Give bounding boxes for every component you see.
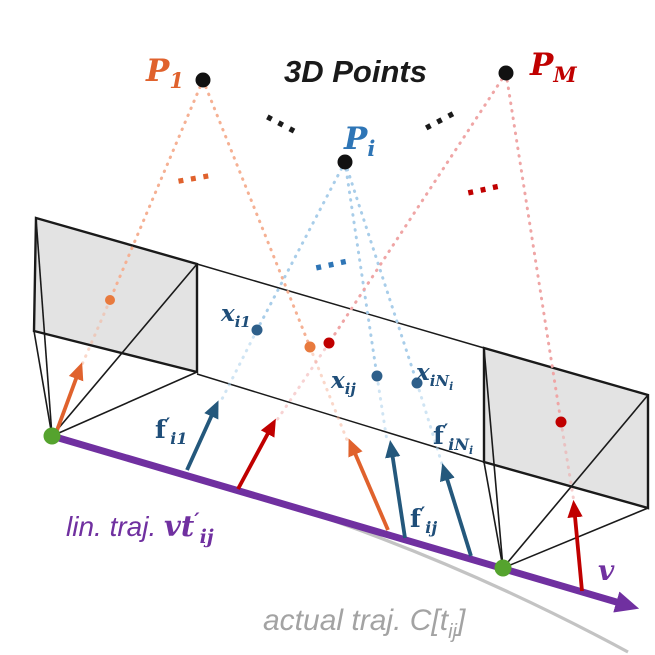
label-fi1: f′i1	[155, 415, 187, 448]
label-fij: f′ij	[410, 504, 437, 537]
ray-pi-to-xi1	[255, 160, 347, 332]
red-bearing-arrow-right	[567, 499, 584, 592]
ellipsis-orange: ···	[173, 159, 216, 198]
left-frustum-edge	[33, 330, 53, 437]
ray-p1-to-left-plane	[108, 78, 205, 302]
left-camera-center-dot	[43, 427, 61, 445]
image-point-xij-dot	[371, 370, 383, 382]
right-frustum-edge	[483, 347, 504, 569]
label-linear-trajectory: lin. traj. vt′ij	[66, 508, 214, 548]
ray-pi-xij-extension	[375, 374, 389, 443]
ray-pm-to-strip	[327, 71, 508, 345]
label-fini: f′iNi	[433, 421, 473, 457]
linear-trajectory-arrow	[51, 432, 640, 613]
left-frustum-edge	[35, 217, 53, 437]
label-xini: xiNi	[415, 359, 453, 393]
strip-top-edge	[196, 263, 485, 349]
label-actual-trajectory: actual traj. C[tij]	[263, 604, 466, 643]
point-p1-dot	[195, 72, 211, 88]
orange-bearing-arrow-left	[54, 362, 84, 434]
point-pi-dot	[337, 154, 353, 170]
left-camera-frustum	[33, 217, 198, 437]
image-point-xi1-dot	[251, 324, 263, 336]
left-plane-orange-dot	[105, 295, 115, 305]
right-plane-red-dot	[555, 416, 567, 428]
ellipsis-blue: ···	[310, 245, 354, 285]
point-pm-dot	[498, 65, 514, 81]
ray-pi-to-xij	[343, 160, 379, 378]
image-point-xini-dot	[411, 377, 423, 389]
ray-pi-xi1-extension	[219, 328, 259, 403]
right-frustum-edge	[502, 394, 649, 569]
figure-title: 3D Points	[284, 54, 427, 89]
label-xij: xij	[330, 367, 356, 398]
ray-pm-strip-extension	[275, 341, 331, 422]
label-xi1: xi1	[220, 300, 251, 331]
left-frustum-edge	[51, 371, 198, 437]
ray-pm-to-right-plane	[504, 71, 563, 424]
label-pi: Pi	[343, 121, 375, 161]
label-pm: PM	[529, 47, 577, 87]
ray-pi-xini-extension	[415, 381, 444, 466]
ellipsis-black-right: ···	[416, 97, 465, 144]
ray-p1-left-extension	[79, 298, 112, 369]
left-camera-image-plane	[32, 216, 199, 374]
ray-p1-to-strip	[201, 78, 312, 349]
left-frustum-edge	[51, 263, 198, 437]
strip-orange-dot	[304, 341, 316, 353]
strip-red-dot	[323, 337, 335, 349]
ellipsis-red: ···	[462, 170, 506, 210]
ellipsis-black-left: ···	[257, 101, 306, 148]
right-camera-image-plane	[482, 346, 650, 510]
right-frustum-edge	[483, 461, 504, 569]
projection-rays	[79, 71, 576, 504]
label-velocity: v	[598, 554, 615, 587]
bearing-arrow-fij	[385, 439, 407, 539]
right-camera-center-dot	[494, 559, 512, 577]
label-p1: P1	[145, 53, 184, 93]
ray-pi-to-xini	[343, 160, 419, 385]
ray-pm-right-extension	[559, 420, 576, 504]
red-bearing-arrow-left	[236, 418, 276, 490]
bearing-arrow-fi1	[185, 400, 219, 471]
bearing-arrow-fini	[440, 463, 473, 557]
orange-bearing-arrow-mid	[348, 438, 390, 531]
